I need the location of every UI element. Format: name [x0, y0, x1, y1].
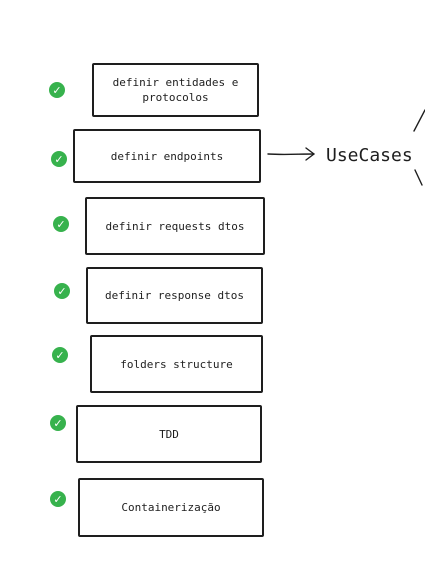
check-circle-icon: ✓	[54, 283, 70, 299]
check-circle-icon: ✓	[51, 151, 67, 167]
usecases-label: UseCases	[326, 145, 413, 166]
arrow-right-icon	[267, 147, 315, 161]
task-box-endpoints: definir endpoints	[73, 129, 261, 183]
branch-stroke-up	[413, 109, 425, 132]
task-label-response: definir response dtos	[104, 289, 245, 302]
task-label-requests: definir requests dtos	[105, 219, 245, 233]
task-label-endpoints: definir endpoints	[110, 149, 224, 163]
check-circle-icon: ✓	[50, 415, 66, 431]
task-box-folders: folders structure	[90, 335, 263, 393]
task-label-entidades: definir entidades e protocolos	[112, 76, 239, 104]
task-label-folders: folders structure	[120, 357, 233, 371]
task-box-requests: definir requests dtos	[85, 197, 265, 255]
task-box-entidades: definir entidades e protocolos	[92, 63, 259, 117]
branch-stroke-down	[414, 169, 423, 186]
check-circle-icon: ✓	[53, 216, 69, 232]
task-box-container: Containerização	[78, 478, 264, 537]
check-circle-icon: ✓	[49, 82, 65, 98]
task-box-response: definir response dtos	[86, 267, 263, 324]
task-label-tdd: TDD	[159, 427, 179, 441]
task-label-container: Containerização	[121, 501, 221, 514]
task-box-tdd: TDD	[76, 405, 262, 463]
check-circle-icon: ✓	[52, 347, 68, 363]
check-circle-icon: ✓	[50, 491, 66, 507]
